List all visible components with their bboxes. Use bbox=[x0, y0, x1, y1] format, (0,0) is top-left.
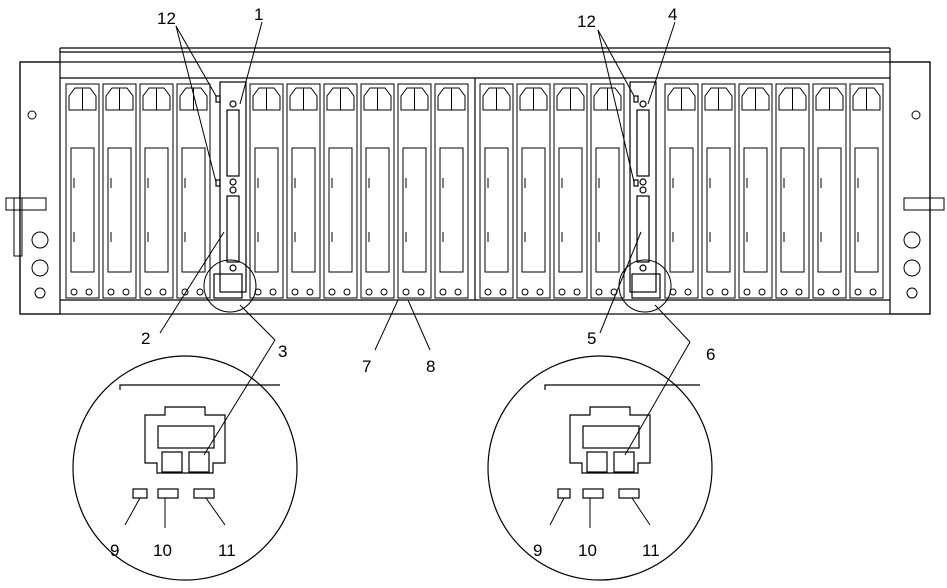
callout-11-left: 11 bbox=[218, 541, 236, 560]
disk-slot bbox=[516, 83, 551, 299]
disk-slot bbox=[775, 83, 810, 299]
disk-slots bbox=[65, 83, 884, 299]
callout-1: 1 bbox=[254, 5, 263, 24]
connector-port-1 bbox=[226, 109, 240, 177]
disk-slot bbox=[249, 83, 284, 299]
flange-hole bbox=[903, 231, 921, 249]
callout-6: 6 bbox=[706, 345, 715, 364]
status-led bbox=[633, 95, 639, 103]
leader-lines bbox=[124, 21, 691, 528]
led-11 bbox=[193, 488, 215, 499]
disk-slot bbox=[664, 83, 699, 299]
power-connector bbox=[213, 273, 243, 299]
disk-slot bbox=[701, 83, 736, 299]
status-led bbox=[633, 179, 639, 187]
led-10 bbox=[157, 488, 179, 499]
right-rack-flange bbox=[903, 110, 945, 299]
flange-hole bbox=[31, 259, 49, 277]
disk-slot bbox=[590, 83, 625, 299]
flange-latch bbox=[5, 197, 47, 211]
detail-view-right bbox=[487, 355, 713, 581]
callout-4: 4 bbox=[668, 5, 677, 24]
disk-slot bbox=[738, 83, 773, 299]
left-rack-flange bbox=[5, 110, 49, 299]
led-11 bbox=[618, 488, 640, 499]
connector-port-2 bbox=[226, 195, 240, 263]
disk-slot bbox=[397, 83, 432, 299]
flange-hole bbox=[27, 110, 37, 120]
flange-latch bbox=[903, 197, 945, 211]
right-controller bbox=[629, 81, 661, 299]
callout-7: 7 bbox=[362, 357, 371, 376]
detail-view-left bbox=[72, 355, 298, 581]
disk-slot bbox=[849, 83, 884, 299]
callout-10-left: 10 bbox=[153, 541, 172, 560]
disk-slot bbox=[286, 83, 321, 299]
status-led bbox=[215, 95, 221, 103]
power-connector bbox=[631, 273, 661, 299]
callout-11-right: 11 bbox=[642, 541, 660, 560]
flange-latch bbox=[13, 197, 23, 257]
connector-port-1 bbox=[636, 109, 650, 177]
flange-hole bbox=[903, 259, 921, 277]
callout-5: 5 bbox=[587, 329, 596, 348]
disk-slot bbox=[102, 83, 137, 299]
callout-12-left: 12 bbox=[157, 9, 176, 28]
callout-10-right: 10 bbox=[578, 541, 597, 560]
callout-8: 8 bbox=[426, 357, 435, 376]
callout-labels: 12 1 12 4 2 3 7 8 5 6 9 10 11 9 10 11 bbox=[110, 5, 715, 560]
disk-slot bbox=[65, 83, 100, 299]
flange-hole bbox=[31, 231, 49, 249]
flange-hole bbox=[34, 287, 46, 299]
disk-slot bbox=[553, 83, 588, 299]
chassis bbox=[19, 47, 931, 315]
callout-2: 2 bbox=[141, 329, 150, 348]
disk-slot bbox=[139, 83, 174, 299]
led-10 bbox=[582, 488, 604, 499]
callout-12-right: 12 bbox=[577, 12, 596, 31]
disk-slot bbox=[323, 83, 358, 299]
status-led bbox=[215, 179, 221, 187]
callout-3: 3 bbox=[278, 342, 287, 361]
led-9 bbox=[557, 488, 571, 499]
left-controller bbox=[213, 81, 247, 299]
disk-slot bbox=[479, 83, 514, 299]
flange-hole bbox=[906, 287, 918, 299]
connector-port-2 bbox=[636, 195, 650, 263]
magnifier-ring-left bbox=[203, 259, 257, 313]
callout-9-left: 9 bbox=[110, 541, 119, 560]
disk-slot bbox=[812, 83, 847, 299]
disk-slot bbox=[434, 83, 469, 299]
flange-hole bbox=[911, 110, 921, 120]
led-9 bbox=[132, 488, 148, 499]
callout-9-right: 9 bbox=[533, 541, 542, 560]
disk-slot bbox=[360, 83, 395, 299]
disk-slot bbox=[176, 83, 211, 299]
